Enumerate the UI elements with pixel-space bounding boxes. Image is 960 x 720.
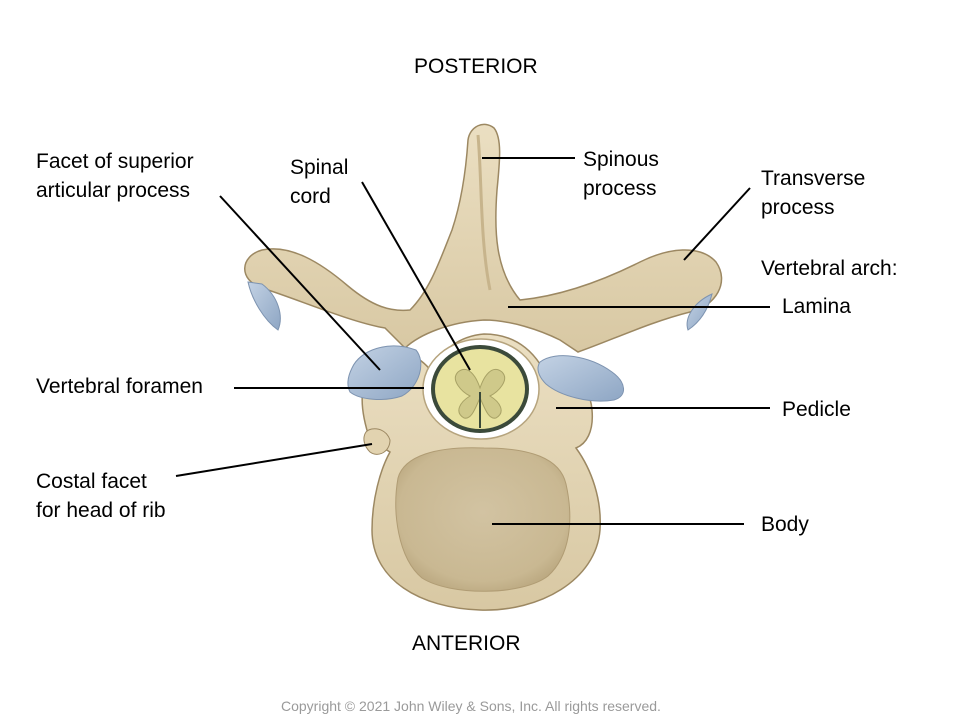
label-vertebral-arch: Vertebral arch: bbox=[761, 257, 898, 280]
label-spinal-cord-line-1: Spinal bbox=[290, 156, 349, 179]
posterior-label: POSTERIOR bbox=[414, 55, 538, 78]
label-spinous-line-1: Spinous bbox=[583, 148, 659, 171]
label-facet-superior-articular-process: Facet of superior articular process bbox=[36, 147, 194, 205]
label-transverse-process: Transverse process bbox=[761, 164, 865, 222]
leader-costal-facet bbox=[175, 443, 373, 477]
label-body: Body bbox=[761, 513, 809, 536]
label-spinous-process: Spinous process bbox=[583, 145, 659, 203]
label-transverse-line-2: process bbox=[761, 196, 835, 219]
label-pedicle: Pedicle bbox=[782, 398, 851, 421]
label-vertebral-foramen: Vertebral foramen bbox=[36, 375, 203, 398]
right-superior-articular-facet bbox=[537, 355, 624, 402]
leader-transverse-process bbox=[683, 187, 751, 261]
label-spinous-line-2: process bbox=[583, 177, 657, 200]
label-facet-line-2: articular process bbox=[36, 179, 191, 202]
anterior-label: ANTERIOR bbox=[412, 632, 521, 655]
spinous-process-ridge bbox=[476, 134, 492, 291]
left-superior-articular-facet bbox=[347, 345, 422, 400]
spinal-cord-shape bbox=[431, 345, 529, 433]
leader-lines bbox=[175, 157, 770, 525]
costal-facet-shape bbox=[363, 428, 391, 455]
label-transverse-line-1: Transverse bbox=[761, 167, 866, 190]
left-transverse-facet bbox=[247, 281, 281, 331]
label-spinal-cord-line-2: cord bbox=[290, 185, 331, 208]
leader-facet-superior bbox=[219, 195, 381, 371]
leader-spinal-cord bbox=[361, 181, 471, 371]
label-costal-facet: Costal facet for head of rib bbox=[36, 467, 166, 525]
vertebral-body-surface bbox=[395, 447, 571, 592]
label-costal-line-2: for head of rib bbox=[36, 499, 166, 522]
label-lamina: Lamina bbox=[782, 295, 851, 318]
label-costal-line-1: Costal facet bbox=[36, 470, 147, 493]
copyright-notice: Copyright © 2021 John Wiley & Sons, Inc.… bbox=[281, 698, 661, 714]
label-facet-line-1: Facet of superior bbox=[36, 150, 194, 173]
label-spinal-cord: Spinal cord bbox=[290, 153, 348, 211]
